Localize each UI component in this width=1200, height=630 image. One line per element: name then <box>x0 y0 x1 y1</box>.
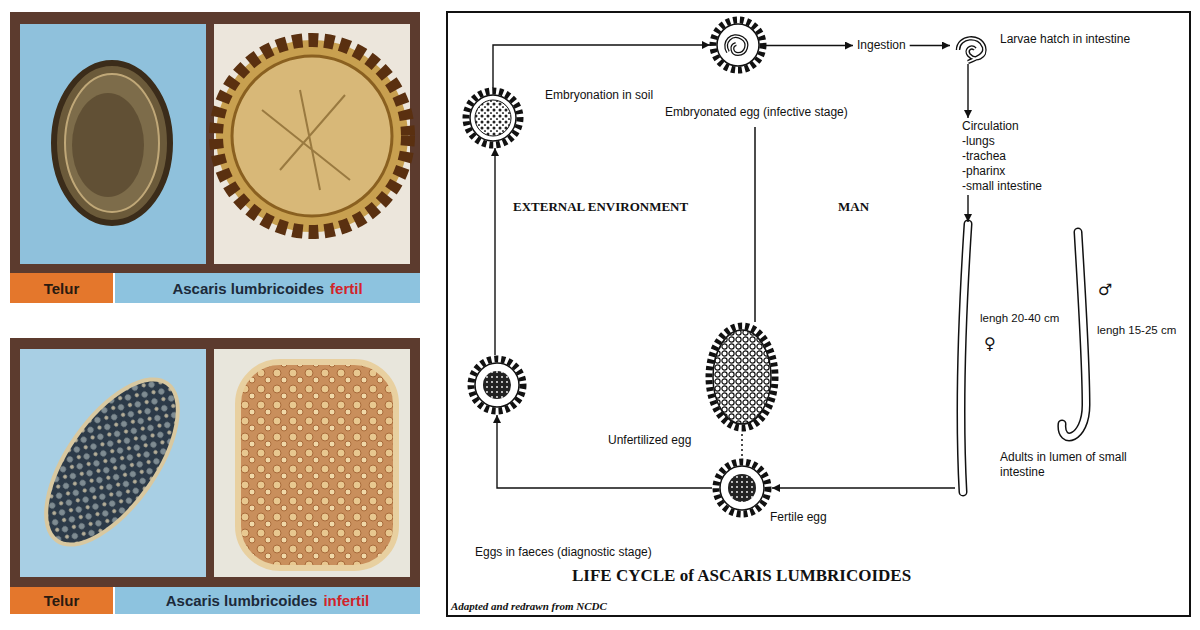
sex-symbol: ♀ <box>984 334 996 353</box>
stage-label: Circulation-lungs-trachea-pharinx-small … <box>960 118 1044 195</box>
egg-drawing <box>709 326 775 428</box>
adult-stage: Adults in lumen of small intestine <box>955 222 1185 497</box>
egg-drawing <box>720 466 764 510</box>
egg-stage: Fertile egg <box>712 458 772 518</box>
larva-drawing <box>726 36 746 54</box>
infertile-egg-photo <box>21 358 203 566</box>
bar-text: fertil <box>330 280 363 297</box>
stage-text: -trachea <box>962 149 1042 164</box>
cycle-arrow <box>967 64 968 118</box>
cycle-arrow <box>910 45 950 46</box>
label-bar: Telur <box>10 273 113 303</box>
egg-drawing <box>475 363 519 407</box>
female-worm <box>961 224 968 492</box>
egg-drawing <box>471 359 523 411</box>
bar-text: infertil <box>323 592 369 609</box>
egg-content <box>713 330 771 424</box>
egg-content <box>475 100 511 136</box>
larva-stage: Larvae hatch in intestine <box>950 28 998 64</box>
photo-frame <box>10 338 420 587</box>
bar-text: Ascaris lumbricoides <box>166 592 318 609</box>
stage-text: Circulation <box>962 119 1042 134</box>
fertile-egg-photo <box>216 40 408 232</box>
stage-text: Embryonation in soil <box>545 88 653 103</box>
egg-drawing <box>466 91 520 145</box>
dotted-line <box>741 434 743 457</box>
stage-text: Adults in lumen of small intestine <box>1000 450 1150 480</box>
egg-drawing <box>470 95 516 141</box>
stage-text: -small intestine <box>962 179 1042 194</box>
stage-label: Ingestion <box>853 37 910 54</box>
caption: Adapted and redrawn from NCDC <box>451 600 607 612</box>
egg-drawing <box>717 24 759 66</box>
cycle-arrow <box>772 487 955 488</box>
egg-content <box>72 93 144 197</box>
larva-drawing <box>958 38 984 62</box>
bar-text: Telur <box>44 280 80 297</box>
divider-line <box>754 127 756 322</box>
stage-text: -lungs <box>962 134 1042 149</box>
egg-stage: Embryonated egg (infective stage) <box>710 17 766 73</box>
egg-content <box>262 90 350 190</box>
stage-text: Embryonated egg (infective stage) <box>665 105 848 120</box>
cycle-arrow <box>967 195 968 222</box>
photo <box>20 24 206 264</box>
region-label: EXTERNAL ENVIRONMENT <box>513 199 688 215</box>
region-label: MAN <box>838 199 869 215</box>
egg-shell <box>232 56 392 216</box>
egg-stage: Unfertilized egg <box>706 323 778 431</box>
larva-drawing <box>726 36 746 54</box>
male-worm <box>1062 232 1086 437</box>
egg-content <box>483 371 511 399</box>
sex-symbol: ♂ <box>1098 280 1112 299</box>
stage-text: Fertile egg <box>770 510 827 525</box>
stage-text: Unfertilized egg <box>608 433 691 448</box>
dimension-label: lengh 15-25 cm <box>1097 324 1176 336</box>
photo <box>214 24 410 264</box>
egg-content <box>728 474 756 502</box>
stage-text: Ingestion <box>857 38 906 53</box>
photo <box>20 349 206 577</box>
dimension-label: lengh 20-40 cm <box>980 312 1059 324</box>
egg-stage: Embryonation in soil <box>463 88 523 148</box>
label-bar: Ascaris lumbricoides fertil <box>115 273 420 303</box>
label-bar: Telur <box>10 587 113 614</box>
female-worm <box>961 224 968 492</box>
diagram-title: LIFE CYCLE of ASCARIS LUMBRICOIDES <box>572 566 911 586</box>
egg-shell <box>65 74 159 212</box>
larva-drawing <box>958 38 984 62</box>
fertile-egg-photo <box>54 63 170 223</box>
cycle-arrow <box>497 415 712 488</box>
egg-drawing <box>716 462 768 514</box>
cycle-arrow <box>494 148 495 355</box>
infertile-egg-photo <box>238 362 396 568</box>
label-bar: Ascaris lumbricoides infertil <box>115 587 420 614</box>
bar-text: Ascaris lumbricoides <box>172 280 324 297</box>
stage-text: Larvae hatch in intestine <box>1000 32 1130 47</box>
stage-text: Eggs in faeces (diagnostic stage) <box>475 545 652 560</box>
egg-drawing <box>713 20 763 70</box>
male-worm <box>1062 232 1086 437</box>
photo-frame <box>10 12 420 273</box>
egg-stage: Eggs in faeces (diagnostic stage) <box>467 355 527 415</box>
photo <box>214 349 410 577</box>
cycle-arrow <box>766 45 853 46</box>
diagram-frame <box>447 12 1190 616</box>
stage-text: -pharinx <box>962 164 1042 179</box>
cycle-arrow <box>493 45 710 88</box>
bar-text: Telur <box>44 592 80 609</box>
